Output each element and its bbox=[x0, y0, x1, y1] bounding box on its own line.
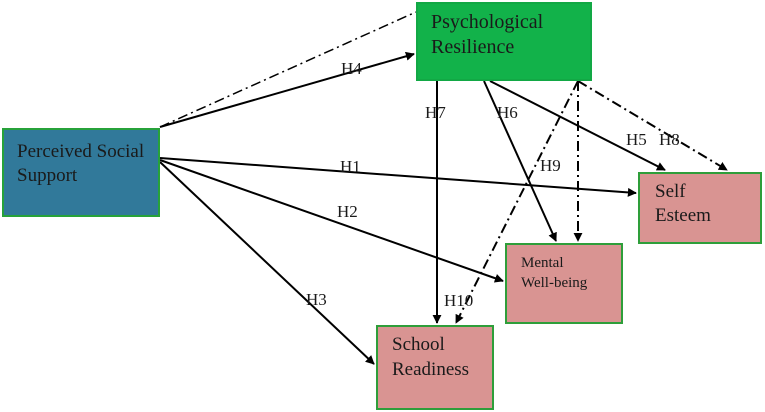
node-label-line1: Psychological bbox=[431, 11, 544, 33]
hypothesis-label-h5: H5 bbox=[626, 130, 647, 149]
node-label-line2: Resilience bbox=[431, 36, 515, 58]
node-mental-wellbeing: Mental Well-being bbox=[505, 243, 623, 324]
arrow-h10 bbox=[455, 80, 579, 324]
hypothesis-label-h4: H4 bbox=[341, 59, 362, 78]
arrow-h2 bbox=[159, 159, 504, 283]
hypothesis-label-h6: H6 bbox=[497, 103, 518, 122]
dashdot-pss-resilience bbox=[159, 11, 417, 128]
hypothesis-label-h9: H9 bbox=[540, 156, 561, 175]
hypothesis-label-h1: H1 bbox=[340, 157, 361, 176]
node-self-esteem: Self Esteem bbox=[638, 172, 762, 244]
node-label-line1: Perceived Social bbox=[17, 141, 145, 162]
arrow-h6 bbox=[483, 80, 557, 242]
hypothesis-label-h8: H8 bbox=[659, 130, 680, 149]
arrow-h8 bbox=[577, 80, 728, 171]
arrow-h3 bbox=[159, 161, 375, 365]
node-psychological-resilience: Psychological Resilience bbox=[416, 2, 592, 81]
node-label-line1: Self bbox=[655, 181, 686, 202]
hypothesis-label-h10: H10 bbox=[444, 291, 474, 310]
node-perceived-social-support: Perceived Social Support bbox=[2, 128, 160, 217]
node-label-line2: Well-being bbox=[521, 275, 588, 292]
node-school-readiness: School Readiness bbox=[376, 325, 494, 410]
hypothesis-label-h7: H7 bbox=[425, 103, 446, 122]
hypothesis-label-h3: H3 bbox=[306, 290, 327, 309]
node-label-line1: School bbox=[392, 334, 445, 355]
node-label-line2: Readiness bbox=[392, 358, 470, 380]
node-label-line2: Support bbox=[17, 164, 78, 186]
node-label-line2: Esteem bbox=[655, 204, 711, 226]
node-label-line1: Mental bbox=[521, 255, 564, 271]
hypothesis-label-h2: H2 bbox=[337, 202, 358, 221]
arrow-h1 bbox=[159, 157, 637, 197]
arrow-h4 bbox=[159, 51, 415, 128]
